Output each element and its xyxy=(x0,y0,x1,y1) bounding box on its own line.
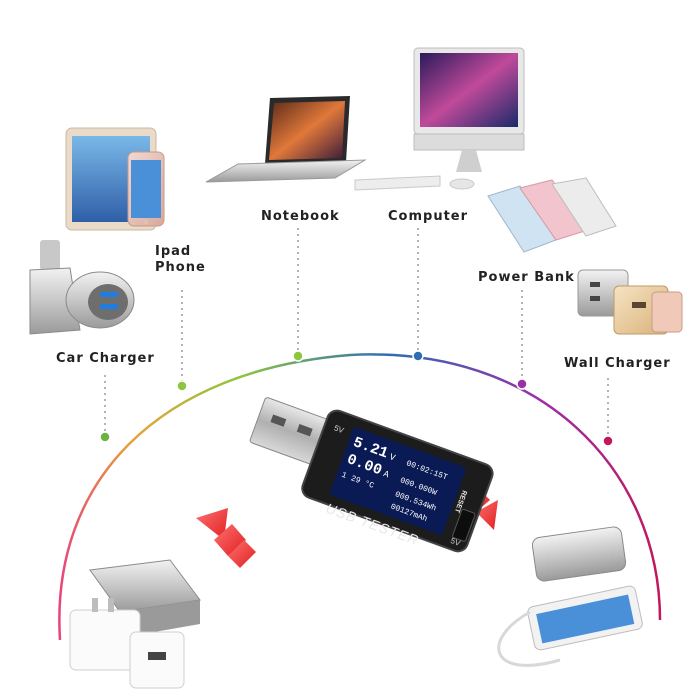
label-ipad-phone: Ipad Phone xyxy=(155,244,206,276)
desktop-computer-icon xyxy=(354,47,525,191)
voltage-unit: V xyxy=(388,452,397,463)
car-charger-icon xyxy=(29,240,135,335)
power-bank-icon xyxy=(487,177,617,253)
usb-output-port xyxy=(452,508,476,542)
lcd-screen xyxy=(330,427,466,535)
label-computer: Computer xyxy=(388,209,469,224)
port-label-top: 5V xyxy=(333,423,346,435)
tablet-phone-icon xyxy=(65,127,165,231)
leader-lines xyxy=(104,228,609,440)
connection-arc xyxy=(58,353,662,641)
wall-charger-icon xyxy=(577,269,683,335)
label-power-bank: Power Bank xyxy=(478,270,575,285)
label-ipad: Ipad xyxy=(155,244,192,259)
mode-index: 1 xyxy=(340,471,348,481)
input-arrows-icon xyxy=(196,508,256,568)
usb-tester-device: 5.21 V 00:02:15T 0.00 A 000.000W 1 29 °C… xyxy=(249,397,494,553)
label-phone: Phone xyxy=(155,260,206,275)
arc-dots xyxy=(99,350,614,447)
laptop-icon xyxy=(205,96,367,183)
label-wall-charger: Wall Charger xyxy=(564,356,671,371)
current-unit: A xyxy=(382,469,391,480)
power-bank-phone-icon xyxy=(497,526,643,667)
label-notebook: Notebook xyxy=(261,209,340,224)
adapter-bundle-icon xyxy=(69,559,201,689)
label-car-charger: Car Charger xyxy=(56,351,155,366)
